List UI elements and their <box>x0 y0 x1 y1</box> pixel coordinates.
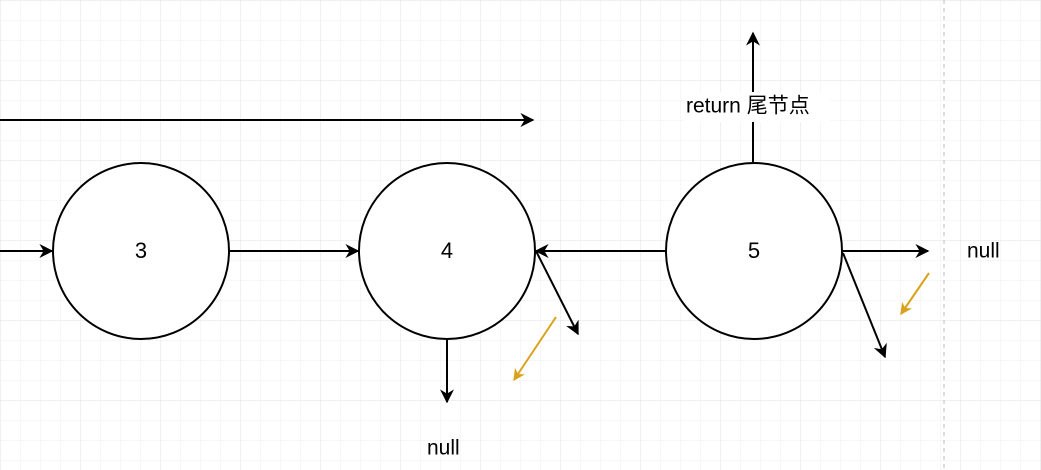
edge-node-5-diagonal <box>842 252 887 359</box>
null-label-bottom: null <box>427 437 460 460</box>
return-label-background <box>684 92 830 122</box>
list-node-4: 4 <box>358 162 536 340</box>
node-circle <box>358 162 536 340</box>
node-value: 3 <box>135 238 147 263</box>
node-value: 5 <box>748 238 760 263</box>
null-label-right: null <box>967 240 1000 263</box>
node-value: 4 <box>441 238 453 263</box>
indicator-arrow-gold-2 <box>900 272 930 315</box>
edge-node-4-diagonal <box>535 250 579 336</box>
node-circle <box>52 162 230 340</box>
node-circle <box>665 162 843 340</box>
list-node-3: 3 <box>52 162 230 340</box>
return-tail-label: return 尾节点 <box>686 95 810 118</box>
list-node-5: 5 <box>665 162 843 340</box>
indicator-arrow-gold-1 <box>513 316 557 381</box>
